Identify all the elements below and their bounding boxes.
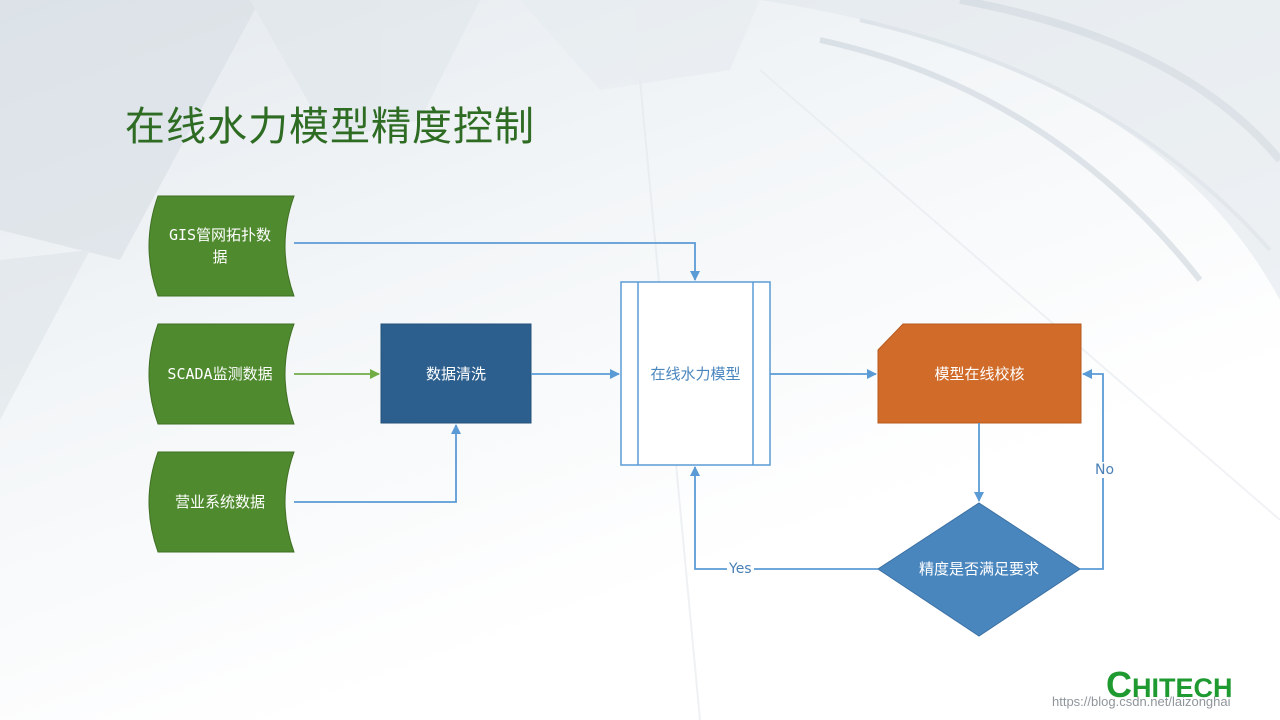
logo-first-letter: C — [1106, 664, 1132, 705]
node-calibration-label: 模型在线校核 — [934, 364, 1025, 383]
edge-gis-to-model — [294, 242, 700, 281]
node-model-shape — [620, 281, 771, 466]
page-title: 在线水力模型精度控制 — [125, 104, 535, 150]
node-gis-shape — [148, 195, 295, 297]
node-cleaning-label: 数据清洗 — [425, 364, 486, 383]
node-business-label: 营业系统数据 — [174, 493, 265, 511]
node-scada-shape — [148, 323, 295, 425]
node-scada-label: SCADA监测数据 — [167, 365, 273, 383]
node-gis-label: GIS管网拓扑数 据 — [168, 226, 272, 266]
edge-business-to-cleaning — [294, 424, 461, 503]
node-business-shape — [148, 451, 295, 553]
chitech-logo: CHITECH — [1106, 664, 1233, 706]
node-decision-shape — [877, 502, 1081, 637]
edge-label-yes: Yes — [727, 561, 754, 577]
logo-rest: HITECH — [1132, 673, 1233, 703]
node-decision-label: 精度是否满足要求 — [918, 560, 1039, 578]
edge-label-no: No — [1094, 462, 1116, 478]
watermark-url: https://blog.csdn.net/laizonghai — [1052, 694, 1231, 709]
edge-decision-yes-to-model — [690, 466, 878, 570]
node-model-label: 在线水力模型 — [650, 364, 741, 383]
node-cleaning-shape — [380, 323, 532, 424]
